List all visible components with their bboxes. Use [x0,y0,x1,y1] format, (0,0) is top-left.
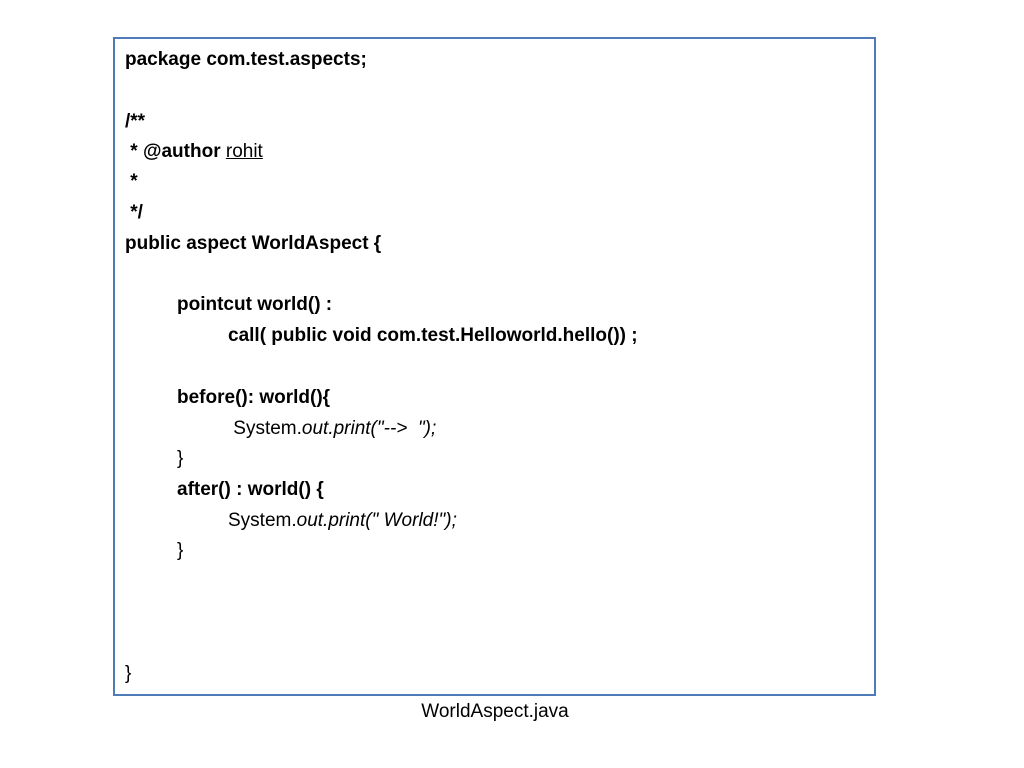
code-line-class-decl: public aspect WorldAspect { [125,233,382,254]
file-caption: WorldAspect.java [421,701,569,722]
code-line-before-close: } [177,448,184,469]
code-line-call: call( public void com.test.Helloworld.he… [228,325,638,346]
code-line-before: before(): world(){ [177,387,331,408]
author-tag: * @author [125,141,226,162]
before-body-print: out.print("--> "); [301,418,437,439]
after-body-system: System. [228,510,297,531]
before-body-system: System. [228,418,302,439]
author-name: rohit [225,141,263,162]
code-line-after-close: } [177,540,184,561]
code-line-doc-close: */ [125,202,143,223]
code-line-before-body: System.out.print("--> "); [228,418,436,440]
code-line-after-body: System.out.print(" World!"); [228,510,457,532]
code-line-author: * @author rohit [125,141,263,163]
code-box: package com.test.aspects; /** * @author … [113,37,876,696]
code-line-doc-open: /** [125,111,146,132]
code-line-pointcut: pointcut world() : [177,294,333,315]
code-line-class-close: } [125,663,132,684]
after-body-print: out.print(" World!"); [296,510,457,531]
code-line-star: * [125,171,138,192]
code-line-after: after() : world() { [177,479,324,500]
code-line-package: package com.test.aspects; [125,49,367,70]
